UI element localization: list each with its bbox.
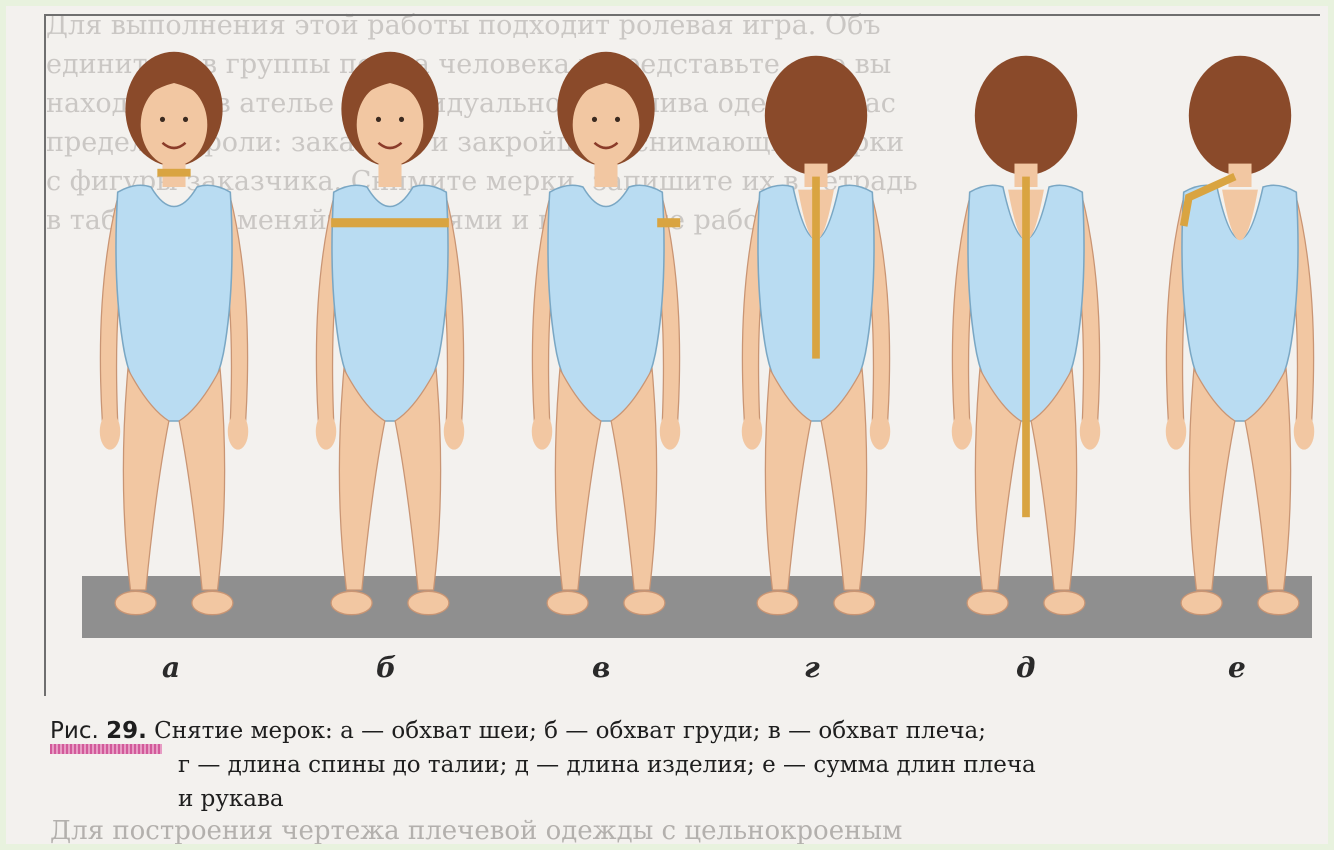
- figure-d-garment-length: [952, 56, 1100, 615]
- letter-d: д: [1016, 651, 1035, 684]
- letter-a: а: [162, 651, 180, 684]
- figure-g-back-waist-length: [742, 56, 890, 615]
- letter-v: в: [592, 651, 610, 684]
- figure-v-upper-arm-girth: [532, 52, 680, 615]
- letter-g: г: [804, 651, 820, 684]
- caption-number: 29.: [106, 718, 147, 744]
- letter-e: е: [1228, 651, 1246, 684]
- textbook-page: Для выполнения этой работы подходит роле…: [6, 6, 1328, 844]
- figure-e-shoulder-sleeve-length: [1166, 56, 1314, 615]
- figure-a-neck-girth: [100, 52, 248, 615]
- measurement-figures: [6, 6, 1328, 706]
- show-through-bottom-text: Для построения чертежа плечевой одежды с…: [50, 816, 1310, 844]
- caption-line-1: Снятие мерок: а — обхват шеи; б — обхват…: [154, 718, 986, 744]
- caption-label: Рис.: [50, 718, 99, 744]
- caption-line-2: г — длина спины до талии; д — длина изде…: [50, 748, 1280, 782]
- caption-line-3: и рукава: [50, 782, 1280, 816]
- figure-caption: Рис. 29. Снятие мерок: а — обхват шеи; б…: [50, 714, 1280, 816]
- figure-b-chest-girth: [316, 52, 464, 615]
- letter-b: б: [376, 651, 396, 684]
